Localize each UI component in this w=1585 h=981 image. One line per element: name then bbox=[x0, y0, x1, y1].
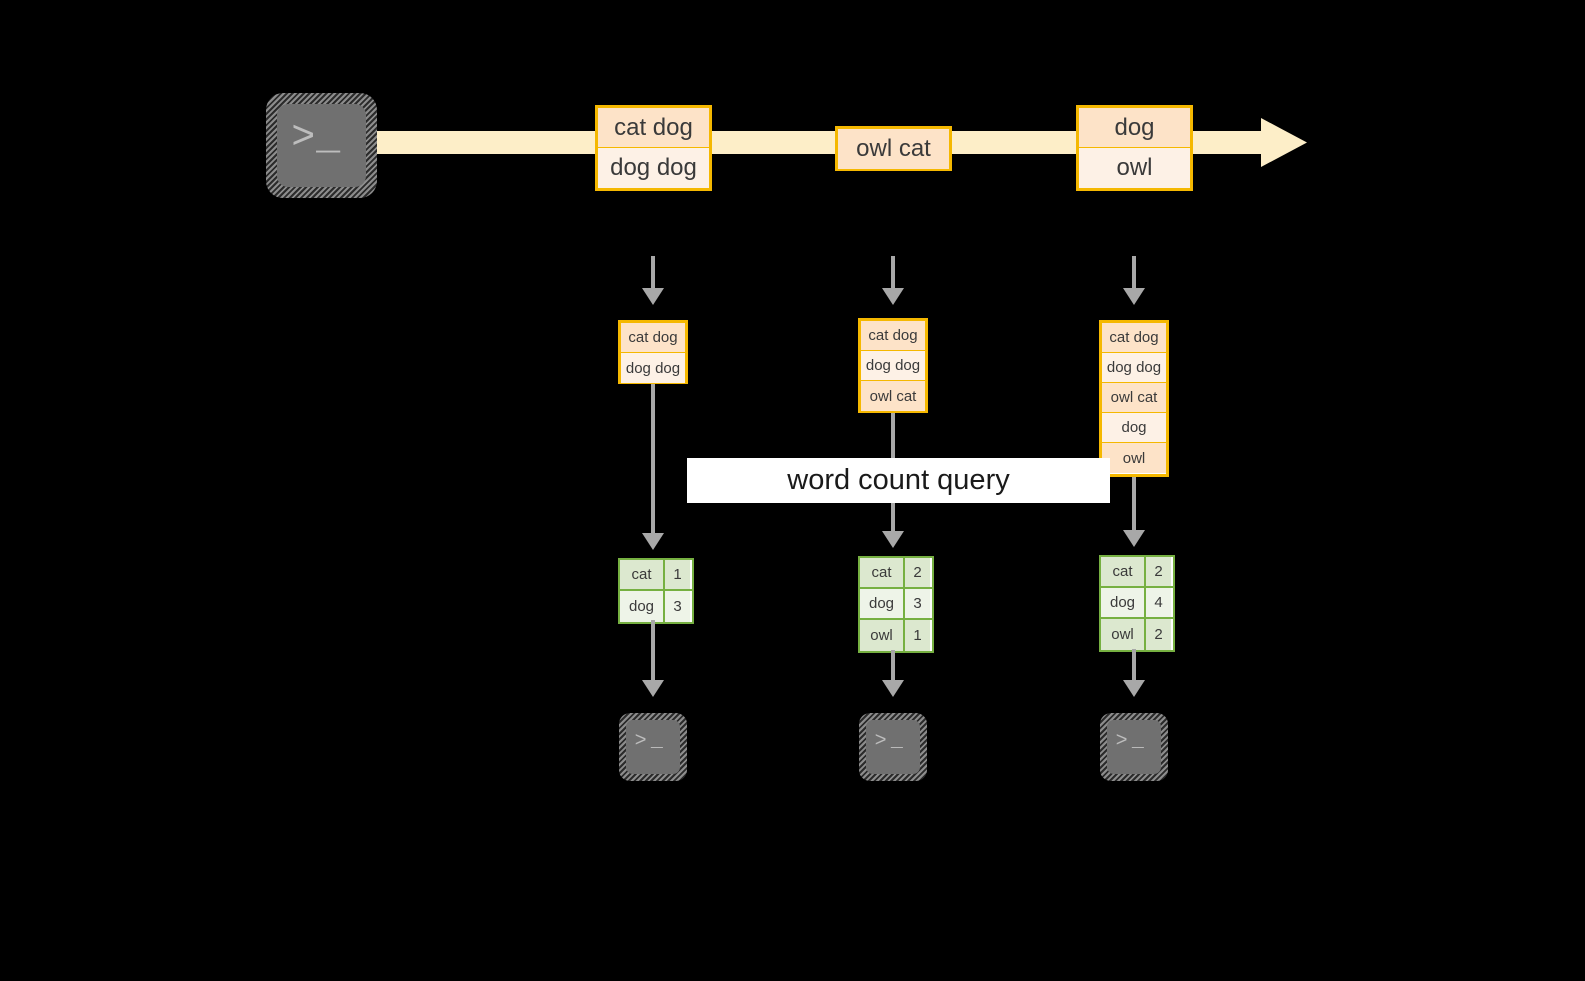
record-row: dog dog bbox=[621, 353, 685, 383]
record-row: cat dog bbox=[1102, 323, 1166, 353]
terminal-prompt-symbol: > bbox=[291, 115, 316, 161]
terminal-prompt-cursor: _ bbox=[1131, 729, 1144, 753]
arrowhead-icon bbox=[882, 288, 904, 305]
terminal-prompt-cursor: _ bbox=[890, 729, 903, 753]
result-count: 3 bbox=[905, 589, 930, 618]
arrowhead-icon bbox=[642, 288, 664, 305]
arrowhead-icon bbox=[1123, 530, 1145, 547]
result-count: 3 bbox=[665, 591, 690, 622]
stream-record: owl cat bbox=[838, 129, 949, 169]
record-row: owl cat bbox=[1102, 383, 1166, 413]
stream-record: dog bbox=[1079, 108, 1190, 148]
result-table-col1[interactable]: cat 1 dog 3 bbox=[618, 558, 694, 624]
terminal-prompt-symbol: > bbox=[874, 729, 887, 753]
query-label-text: word count query bbox=[787, 464, 1010, 496]
stream-record: dog dog bbox=[598, 148, 709, 188]
result-row: dog 3 bbox=[860, 589, 932, 620]
arrowhead-icon bbox=[882, 531, 904, 548]
accumulated-records-col2[interactable]: cat dog dog dog owl cat bbox=[858, 318, 928, 413]
stream-group-3[interactable]: dog owl bbox=[1076, 105, 1193, 191]
terminal-prompt-cursor: _ bbox=[316, 115, 341, 161]
connector-col3-query bbox=[1132, 477, 1136, 544]
arrowhead-icon bbox=[642, 680, 664, 697]
terminal-screen: > _ bbox=[866, 720, 920, 774]
result-word: dog bbox=[860, 589, 905, 618]
result-row: owl 2 bbox=[1101, 619, 1173, 650]
connector-col3-sink bbox=[1132, 649, 1136, 685]
stream-record: owl bbox=[1079, 148, 1190, 188]
terminal-prompt-symbol: > bbox=[634, 729, 647, 753]
result-count: 2 bbox=[1146, 557, 1171, 586]
result-word: dog bbox=[620, 591, 665, 622]
dashed-connector-col1 bbox=[651, 256, 655, 290]
sink-terminal-icon-col1[interactable]: > _ bbox=[619, 713, 687, 781]
result-word: owl bbox=[860, 620, 905, 651]
result-word: dog bbox=[1101, 588, 1146, 617]
arrowhead-icon bbox=[1123, 288, 1145, 305]
arrowhead-icon bbox=[642, 533, 664, 550]
record-row: cat dog bbox=[861, 321, 925, 351]
terminal-screen: > _ bbox=[277, 104, 366, 187]
result-row: cat 2 bbox=[1101, 557, 1173, 588]
record-row: dog dog bbox=[861, 351, 925, 381]
result-table-col3[interactable]: cat 2 dog 4 owl 2 bbox=[1099, 555, 1175, 652]
dashed-connector-col2 bbox=[891, 256, 895, 290]
arrowhead-icon bbox=[1123, 680, 1145, 697]
result-count: 2 bbox=[905, 558, 930, 587]
stream-group-2[interactable]: owl cat bbox=[835, 126, 952, 171]
result-word: cat bbox=[860, 558, 905, 587]
dashed-connector-col3 bbox=[1132, 256, 1136, 290]
sink-terminal-icon-col2[interactable]: > _ bbox=[859, 713, 927, 781]
record-row: dog bbox=[1102, 413, 1166, 443]
record-row: owl bbox=[1102, 443, 1166, 473]
result-row: dog 3 bbox=[620, 591, 692, 622]
source-terminal-icon[interactable]: > _ bbox=[266, 93, 377, 198]
stream-record: cat dog bbox=[598, 108, 709, 148]
sink-terminal-icon-col3[interactable]: > _ bbox=[1100, 713, 1168, 781]
result-row: owl 1 bbox=[860, 620, 932, 651]
accumulated-records-col1[interactable]: cat dog dog dog bbox=[618, 320, 688, 384]
arrowhead-icon bbox=[882, 680, 904, 697]
record-row: owl cat bbox=[861, 381, 925, 411]
terminal-screen: > _ bbox=[626, 720, 680, 774]
result-count: 4 bbox=[1146, 588, 1171, 617]
stream-group-1[interactable]: cat dog dog dog bbox=[595, 105, 712, 191]
result-table-col2[interactable]: cat 2 dog 3 owl 1 bbox=[858, 556, 934, 653]
result-count: 2 bbox=[1146, 619, 1171, 650]
result-row: cat 1 bbox=[620, 560, 692, 591]
terminal-prompt-cursor: _ bbox=[650, 729, 663, 753]
terminal-prompt-symbol: > bbox=[1115, 729, 1128, 753]
record-row: dog dog bbox=[1102, 353, 1166, 383]
query-label: word count query bbox=[687, 458, 1110, 503]
connector-col1-query bbox=[651, 384, 655, 546]
result-word: cat bbox=[620, 560, 665, 589]
accumulated-records-col3[interactable]: cat dog dog dog owl cat dog owl bbox=[1099, 320, 1169, 477]
result-word: cat bbox=[1101, 557, 1146, 586]
connector-col1-sink bbox=[651, 620, 655, 685]
result-row: cat 2 bbox=[860, 558, 932, 589]
connector-col2-sink bbox=[891, 650, 895, 685]
result-count: 1 bbox=[905, 620, 930, 651]
result-word: owl bbox=[1101, 619, 1146, 650]
result-row: dog 4 bbox=[1101, 588, 1173, 619]
terminal-screen: > _ bbox=[1107, 720, 1161, 774]
result-count: 1 bbox=[665, 560, 690, 589]
record-row: cat dog bbox=[621, 323, 685, 353]
